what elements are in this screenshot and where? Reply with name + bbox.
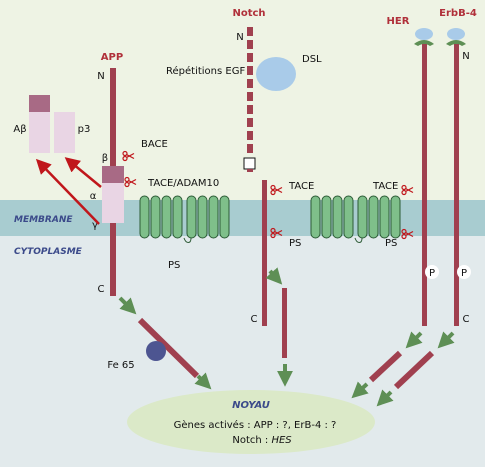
notch-release-arrow [265,267,283,285]
her-binding-site-right [446,40,466,46]
her-ligand-right [447,28,465,40]
app-release-arrow [118,296,137,315]
activated-genes-line2: Notch : HES [232,435,292,446]
app-receptor-group: APP N C β α γ Aβ p3 BACE TACE/ADAM10 PS … [13,52,230,390]
dsl-ligand [256,57,296,91]
notch-transmembrane-chain [262,180,267,326]
app-c-terminus: C [98,284,105,295]
phospho-label-left: P [429,268,435,279]
erbb4-to-nucleus-arrow [376,389,394,407]
phospho-label-right: P [461,268,467,279]
app-intracellular-domain [137,317,200,379]
phospho-site-right [457,265,471,279]
erbb4-chain-right [454,44,459,326]
notch-intracellular-domain [282,288,287,358]
notch-n-terminus: N [236,32,243,43]
membrane-label: MEMBRANE [14,215,73,225]
hes-gene: HES [271,435,292,446]
erbb4-tace-label: TACE [372,181,398,192]
presenilin-left-label: PS [168,260,180,271]
her-chain-left [422,44,427,326]
nucleus [127,390,375,454]
erbb4-intracellular-domain [393,350,435,390]
abeta-fragment-top [29,95,50,112]
her-ligand-left [415,28,433,40]
app-to-nucleus-arrow [194,372,212,390]
fe65-protein [146,341,166,361]
bace-label: BACE [141,139,168,150]
erbb4-n-terminus: N [462,51,469,62]
abeta-release-arrow [35,158,100,225]
erbb4-c-terminus: C [463,314,470,325]
notch-genes-prefix: Notch : [232,435,271,446]
her-release-arrow [405,331,423,349]
presenilin-left-loop [183,237,192,243]
app-title: APP [101,52,123,63]
notch-receptor-group: Notch N Répétitions EGF DSL C TACE PS [166,8,401,387]
p3-fragment [54,112,75,153]
notch-stub [247,169,253,172]
beta-site-label: β [102,153,108,164]
cytoplasm-label: CYTOPLASME [14,247,83,257]
presenilin-right-loop [354,237,363,243]
gamma-site-label: γ [92,220,98,231]
abeta-label: Aβ [13,124,26,135]
notch-title: Notch [232,8,265,19]
her-binding-site-left [414,40,434,46]
nucleus-label: NOYAU [232,400,270,411]
tace-adam10-label: TACE/ADAM10 [147,178,219,189]
erbb4-ps-label: PS [385,238,397,249]
membrane-band [0,200,485,236]
activated-genes-line1: Gènes activés : APP : ?, ErB-4 : ? [174,419,337,431]
fe65-label: Fe 65 [107,360,134,371]
notch-negative-regulatory-box [243,157,256,170]
her-title: HER [387,16,410,27]
phospho-site-left [425,265,439,279]
her-intracellular-domain [368,350,403,383]
erbb4-release-arrow [437,331,455,349]
p3-release-arrow [64,157,102,188]
egf-repeats-label: Répétitions EGF [166,65,245,77]
notch-c-terminus: C [251,314,258,325]
erbb4-receptor-group: HER ErbB-4 N C TACE PS P P [351,8,477,407]
dsl-label: DSL [302,54,322,65]
alpha-site-label: α [90,191,97,202]
notch-tace-label: TACE [288,181,314,192]
erbb4-title: ErbB-4 [439,8,477,19]
extracellular-space [0,0,485,200]
p3-label: p3 [78,124,91,135]
her-to-nucleus-arrow [351,381,369,399]
app-fragment-top [102,166,124,183]
notch-ps-label: PS [289,238,301,249]
app-n-terminus: N [97,71,104,82]
